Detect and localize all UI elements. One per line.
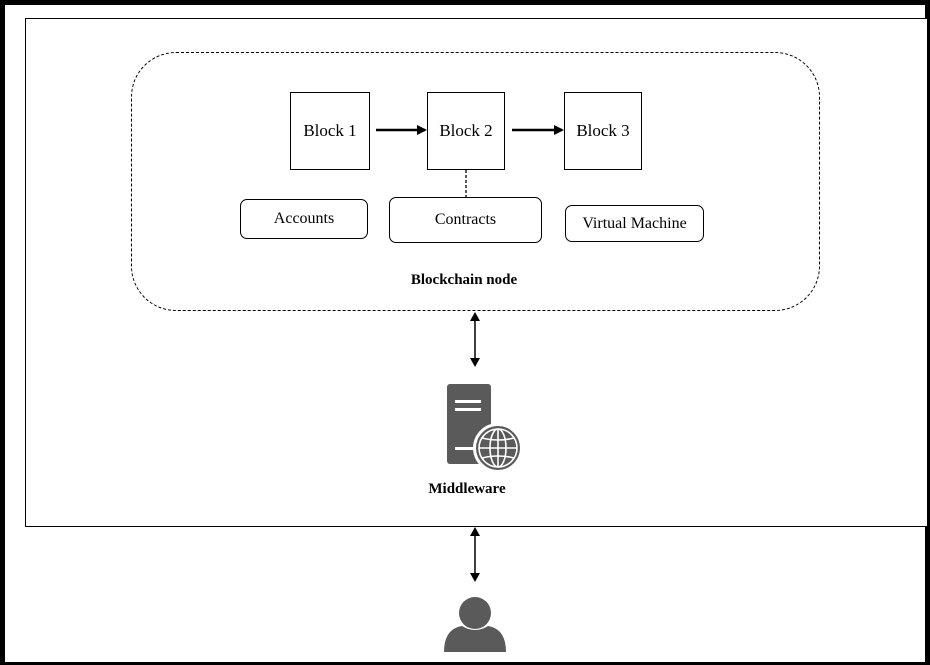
- accounts-component: Accounts: [240, 199, 368, 239]
- user-icon: [444, 597, 506, 652]
- virtual-machine-label: Virtual Machine: [582, 214, 687, 232]
- block-2-label: Block 2: [439, 121, 493, 140]
- middleware-label: Middleware: [428, 481, 506, 497]
- block-3-label: Block 3: [576, 121, 630, 140]
- block-3: Block 3: [564, 92, 642, 170]
- blockchain-node-container: [131, 52, 820, 311]
- contracts-label: Contracts: [434, 211, 497, 228]
- block-1: Block 1: [290, 92, 370, 170]
- block-2: Block 2: [427, 92, 505, 170]
- contracts-component: Contracts: [389, 197, 542, 243]
- block-1-label: Block 1: [303, 121, 357, 140]
- blockchain-node-label: Blockchain node: [410, 272, 518, 288]
- accounts-label: Accounts: [273, 210, 335, 227]
- server-globe-icon: [447, 384, 523, 473]
- virtual-machine-component: Virtual Machine: [565, 205, 704, 242]
